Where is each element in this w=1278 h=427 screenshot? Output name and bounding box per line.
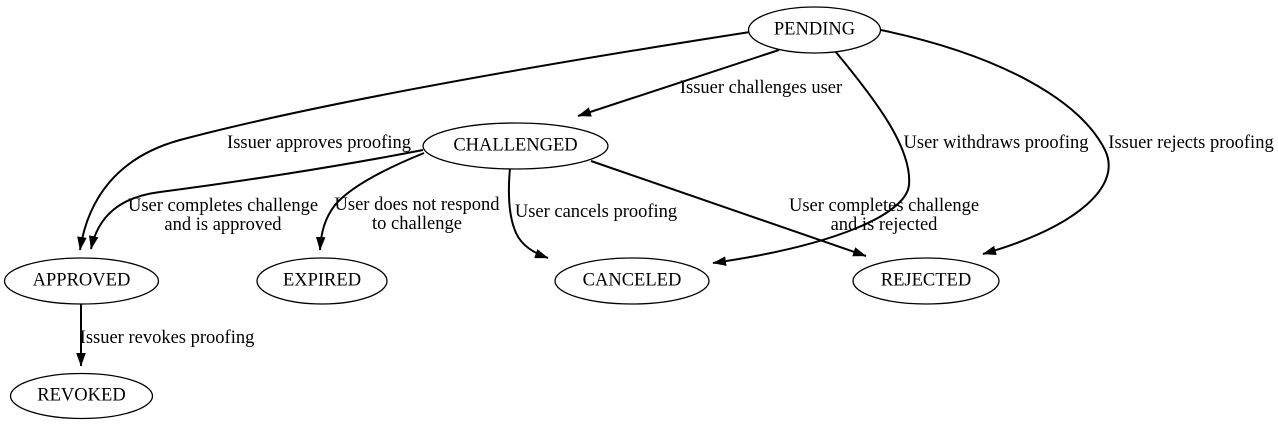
state-node-expired: EXPIRED — [256, 257, 388, 305]
expired-label: EXPIRED — [283, 271, 361, 291]
edge-challenged-to-canceled — [507, 167, 549, 259]
edge-label-challenged-to-approved: and is approved — [164, 215, 282, 235]
edge-label-challenged-to-approved: User completes challenge — [128, 196, 318, 216]
edge-label-challenged-to-expired: User does not respond — [335, 195, 501, 215]
edge-challenged-to-approved — [89, 149, 424, 250]
edge-label-challenged-to-canceled: User cancels proofing — [515, 202, 677, 222]
state-node-rejected: REJECTED — [852, 257, 1000, 305]
canceled-label: CANCELED — [583, 271, 682, 291]
pending-label: PENDING — [774, 20, 855, 40]
edge-label-pending-to-canceled: User withdraws proofing — [904, 133, 1089, 153]
nodes-layer: PENDING CHALLENGED APPROVED EXPIRED CANCELED… — [3, 6, 1000, 420]
pending-ellipse — [747, 6, 882, 54]
state-node-canceled: CANCELED — [554, 257, 710, 305]
edge-label-challenged-to-expired: to challenge — [372, 214, 462, 234]
approved-label: APPROVED — [33, 271, 131, 291]
edge-label-challenged-to-rejected: User completes challenge — [789, 196, 979, 216]
state-node-challenged: CHALLENGED — [422, 122, 609, 170]
edge-challenged-to-expired — [315, 152, 425, 251]
state-node-revoked: REVOKED — [9, 372, 154, 420]
challenged-ellipse — [422, 122, 609, 170]
approved-ellipse — [3, 257, 160, 305]
revoked-ellipse — [9, 372, 154, 420]
edge-pending-to-challenged — [577, 49, 780, 117]
edge-label-approved-to-revoked: Issuer revokes proofing — [80, 328, 255, 348]
rejected-ellipse — [852, 257, 1000, 305]
canceled-ellipse — [554, 257, 710, 305]
revoked-label: REVOKED — [37, 386, 125, 406]
edge-pending-to-approved — [77, 31, 751, 251]
state-node-pending: PENDING — [747, 6, 882, 54]
expired-ellipse — [256, 257, 388, 305]
rejected-label: REJECTED — [881, 271, 971, 291]
edge-pending-to-rejected — [880, 29, 1110, 256]
edge-label-pending-to-approved: Issuer approves proofing — [227, 133, 411, 153]
state-node-approved: APPROVED — [3, 257, 160, 305]
challenged-label: CHALLENGED — [453, 136, 577, 156]
edge-label-pending-to-rejected: Issuer rejects proofing — [1108, 133, 1273, 153]
edge-label-pending-to-challenged: Issuer challenges user — [680, 78, 842, 98]
edge-pending-to-canceled — [712, 50, 911, 266]
edge-label-challenged-to-rejected: and is rejected — [831, 215, 939, 235]
